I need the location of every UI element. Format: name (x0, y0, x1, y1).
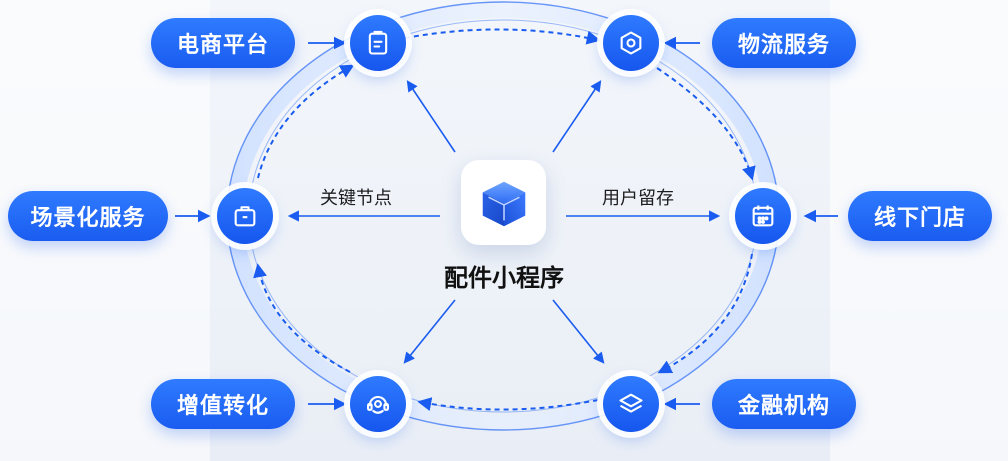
node-scene (217, 188, 273, 244)
arrow-center-to-finance (552, 299, 605, 364)
node-finance (603, 376, 659, 432)
pill-finance: 金融机构 (712, 379, 856, 429)
clipboard-icon (368, 30, 388, 55)
dashed-arrow-lower-right (657, 253, 753, 374)
label-user-retention: 用户留存 (602, 188, 674, 209)
layers-icon (619, 393, 643, 413)
cube-box-icon (482, 181, 525, 226)
pill-logistics: 物流服务 (712, 18, 856, 68)
node-offline (735, 188, 791, 244)
customer-service-icon (367, 396, 389, 414)
center-title: 配件小程序 (444, 264, 564, 292)
node-logistics (603, 15, 659, 71)
dashed-arrow-lower-left (253, 263, 351, 373)
briefcase-icon (234, 206, 256, 227)
node-value (350, 376, 406, 432)
node-ecommerce (350, 15, 406, 71)
pill-ecommerce: 电商平台 (151, 18, 295, 68)
pill-scene: 场景化服务 (8, 191, 168, 241)
calendar-icon (752, 205, 774, 227)
arrow-center-to-value (403, 299, 456, 364)
arrow-center-to-ecommerce (406, 80, 456, 153)
label-key-nodes: 关键节点 (320, 188, 392, 209)
dashed-arrow-upper-right (656, 67, 756, 181)
hexagon-gear-icon (620, 31, 642, 55)
dashed-arrow-top (404, 28, 601, 45)
pill-value: 增值转化 (151, 379, 295, 429)
dashed-arrow-bottom (417, 397, 599, 411)
center-app-card (461, 160, 546, 245)
pill-offline: 线下门店 (848, 191, 992, 241)
dashed-arrow-upper-left (257, 64, 355, 179)
arrow-center-to-logistics (552, 80, 602, 153)
